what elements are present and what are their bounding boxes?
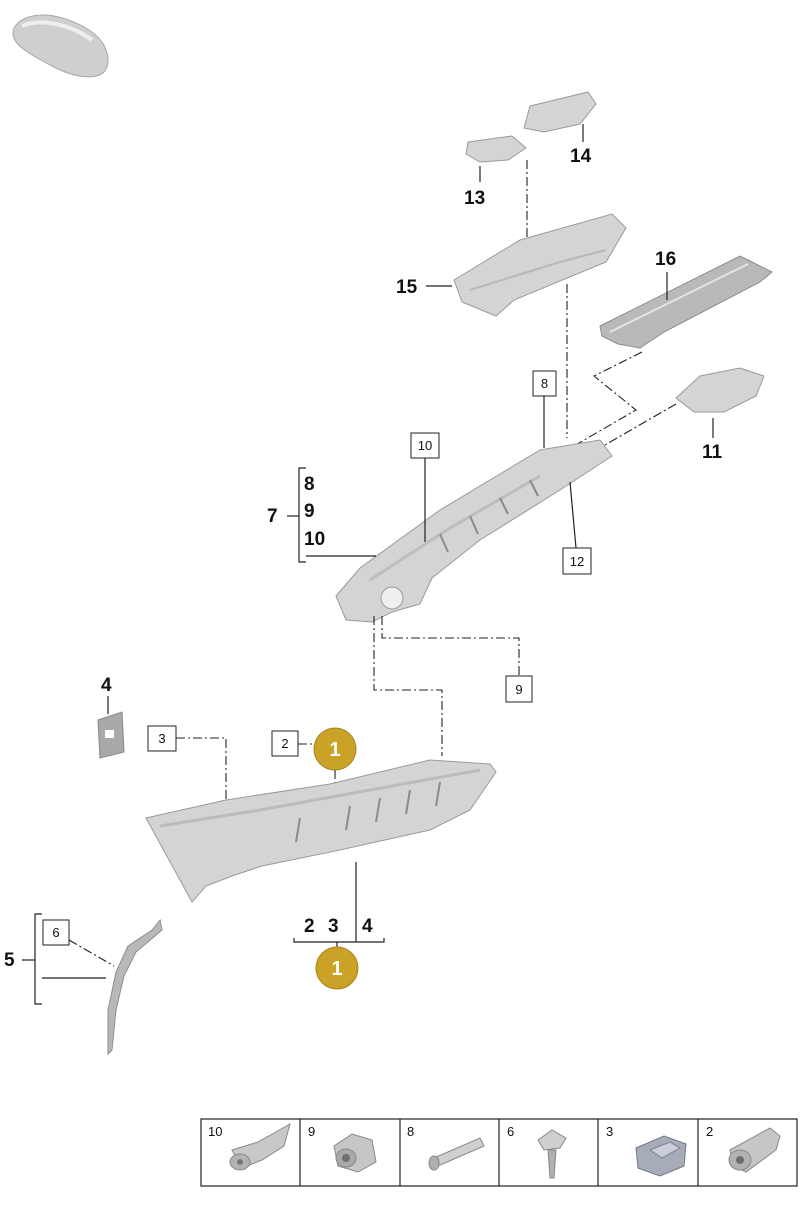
callout-5: 5 (4, 950, 15, 971)
pin-8-icon (428, 1137, 485, 1171)
fastener-cell-6: 6 (507, 1124, 567, 1179)
info-circle-bottom (315, 946, 359, 990)
fastener-label-9: 9 (308, 1124, 315, 1139)
box-label-3: 3 (158, 731, 165, 746)
part-7-upper-trim (335, 439, 613, 623)
callout-4: 4 (101, 675, 112, 696)
clip-10-icon (229, 1122, 291, 1171)
callout-group-4: 4 (362, 916, 373, 937)
callout-7-9: 9 (304, 501, 315, 522)
callout-14: 14 (570, 146, 592, 167)
callout-13: 13 (464, 188, 485, 209)
part-14-cover (523, 91, 597, 133)
rivet-6-icon (537, 1129, 567, 1179)
car-silhouette-icon (12, 14, 109, 78)
box-2 (271, 730, 299, 757)
fastener-cell-2: 2 (706, 1124, 781, 1173)
dash-11-7 (571, 403, 677, 465)
part-lower-trim (145, 759, 497, 903)
box-label-10: 10 (418, 438, 432, 453)
box-label-9: 9 (515, 682, 522, 697)
callout-15: 15 (396, 277, 418, 298)
fastener-cell-9: 9 (308, 1124, 377, 1173)
fastener-cell-8: 8 (407, 1124, 485, 1171)
info-circle-bottom-label: 1 (331, 958, 342, 980)
part-15-shell (453, 213, 627, 317)
bracket-7 (298, 467, 306, 563)
dash-7-9 (381, 616, 520, 676)
fastener-label-3: 3 (606, 1124, 613, 1139)
fastener-label-2: 2 (706, 1124, 713, 1139)
part-16-rail (599, 255, 773, 349)
part-11-bracket (675, 367, 765, 413)
box-3 (147, 725, 177, 752)
part-5-strip (107, 918, 163, 1056)
box-label-8: 8 (541, 376, 548, 391)
box-label-12: 12 (570, 554, 584, 569)
fastener-label-6: 6 (507, 1124, 514, 1139)
box-10 (410, 432, 440, 459)
callout-7-10: 10 (304, 529, 325, 550)
box-9 (505, 675, 533, 703)
info-circle-top-label: 1 (329, 739, 340, 761)
callout-7-8: 8 (304, 474, 315, 495)
bracket-5 (34, 913, 42, 1005)
callout-16: 16 (655, 249, 676, 270)
fastener-label-10: 10 (208, 1124, 222, 1139)
leader-box-12 (569, 481, 577, 549)
nut-9-icon (333, 1133, 377, 1173)
dash-box-6 (68, 939, 115, 967)
dash-16-7 (559, 351, 643, 455)
callout-group-3: 3 (328, 916, 339, 937)
part-4-pad (97, 711, 125, 759)
fastener-cell-3: 3 (606, 1124, 687, 1177)
box-12 (562, 547, 592, 575)
grommet-2-icon (728, 1127, 781, 1173)
box-6 (42, 919, 70, 946)
bracket-2-3-4 (293, 938, 385, 943)
callout-group-2: 2 (304, 916, 315, 937)
fastener-cell-10: 10 (208, 1122, 291, 1171)
part-13-bracket (465, 135, 527, 163)
dash-7-lower (373, 616, 443, 756)
clip-3-icon (635, 1135, 687, 1177)
callout-11: 11 (702, 442, 723, 463)
callout-7: 7 (267, 506, 278, 527)
box-label-2: 2 (281, 736, 288, 751)
fastener-table (200, 1118, 798, 1187)
box-label-6: 6 (52, 925, 59, 940)
fastener-label-8: 8 (407, 1124, 414, 1139)
